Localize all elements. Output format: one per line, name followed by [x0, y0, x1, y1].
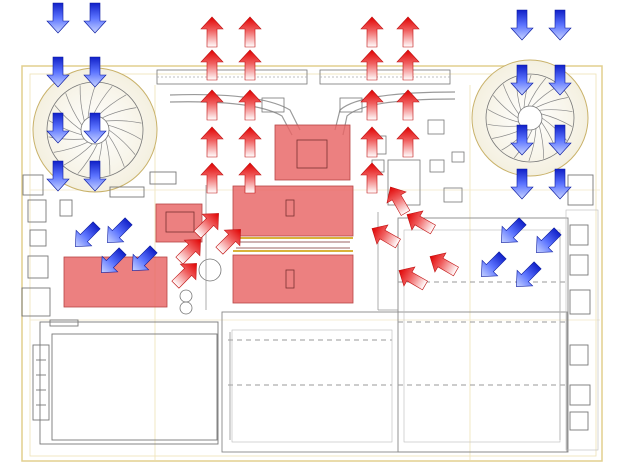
top-connectors	[156, 69, 451, 85]
right-fan	[471, 59, 589, 177]
cold-air-arrow	[510, 64, 534, 96]
cold-air-arrow	[516, 261, 542, 287]
hot-air-arrow	[238, 126, 262, 158]
hot-air-arrow	[200, 16, 224, 48]
hot-air-arrows	[171, 16, 459, 291]
cold-air-arrow	[83, 56, 107, 88]
cold-air-arrow	[548, 168, 572, 200]
cold-air-arrow	[83, 160, 107, 192]
hot-air-arrow	[360, 162, 384, 194]
cpu-heatspreader	[274, 124, 351, 181]
cold-air-arrow	[548, 124, 572, 156]
cold-air-arrow	[536, 227, 562, 253]
hot-air-arrow	[360, 126, 384, 158]
cold-air-arrow	[481, 251, 507, 277]
left-ports	[21, 171, 177, 327]
hot-air-arrow	[396, 16, 420, 48]
hot-air-arrow	[396, 126, 420, 158]
cold-air-arrow	[46, 160, 70, 192]
hot-air-arrow	[429, 252, 459, 277]
ram-slot-lower	[232, 254, 354, 304]
hot-air-arrow	[386, 186, 411, 216]
right-ports	[565, 174, 599, 451]
hot-air-arrow	[171, 263, 197, 289]
hot-air-arrow	[238, 162, 262, 194]
cold-air-arrow	[46, 112, 70, 144]
cold-air-arrow	[132, 245, 158, 271]
cold-air-arrow	[83, 2, 107, 34]
hot-air-arrow	[396, 49, 420, 81]
cold-air-arrow	[501, 217, 527, 243]
hot-air-arrow	[398, 266, 428, 291]
hot-air-arrow	[200, 126, 224, 158]
chipset	[155, 203, 203, 243]
hot-air-arrow	[215, 229, 241, 255]
hot-components	[63, 124, 354, 308]
left-card-bay	[32, 321, 219, 445]
cold-air-arrow	[510, 124, 534, 156]
hot-air-arrow	[193, 213, 219, 239]
hot-air-arrow	[238, 49, 262, 81]
hot-air-arrow	[360, 16, 384, 48]
hot-air-arrow	[175, 239, 201, 265]
hot-air-arrow	[360, 49, 384, 81]
cold-air-arrow	[83, 112, 107, 144]
cold-air-arrow	[46, 2, 70, 34]
cold-air-arrow	[46, 56, 70, 88]
battery-bay	[221, 217, 569, 453]
hot-air-arrow	[200, 162, 224, 194]
hot-air-arrow	[396, 89, 420, 121]
hot-air-arrow	[200, 49, 224, 81]
hot-air-arrow	[371, 224, 401, 249]
cold-air-arrow	[510, 168, 534, 200]
cold-air-arrow	[75, 221, 101, 247]
cold-air-arrow	[101, 247, 127, 273]
cold-air-arrow	[548, 64, 572, 96]
ram-slot-upper	[232, 185, 354, 237]
hot-air-arrow	[406, 210, 436, 235]
cold-air-arrow	[510, 9, 534, 41]
cold-air-arrows	[46, 2, 572, 287]
cold-air-arrow	[548, 9, 572, 41]
hot-air-arrow	[238, 89, 262, 121]
hot-air-arrow	[360, 89, 384, 121]
hot-air-arrow	[200, 89, 224, 121]
cold-air-arrow	[107, 217, 133, 243]
hot-air-arrow	[238, 16, 262, 48]
